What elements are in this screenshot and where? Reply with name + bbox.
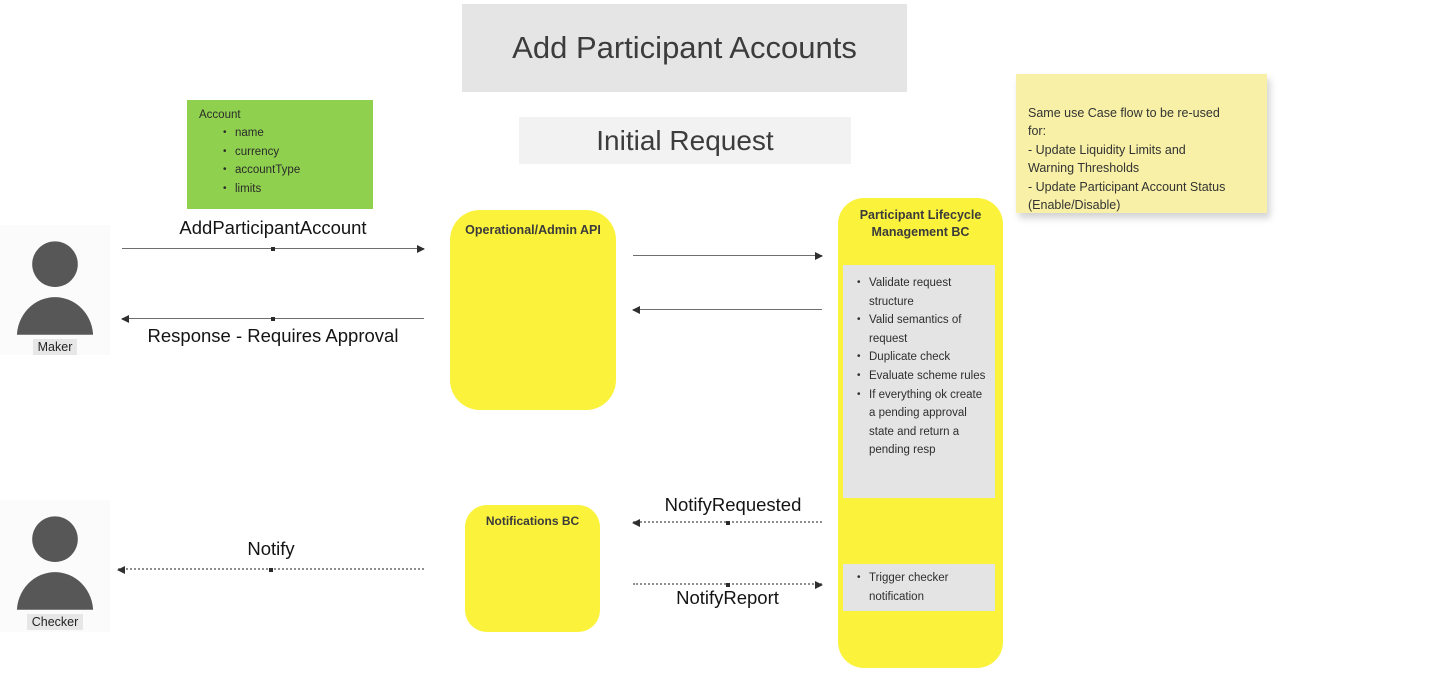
component-label: Operational/Admin API (465, 223, 601, 237)
diagram-subtitle: Initial Request (519, 117, 851, 164)
component-participant-lifecycle-management-bc[interactable]: Participant Lifecycle Management BC Vali… (838, 198, 1003, 668)
arrowhead-left-icon (117, 565, 125, 574)
waypoint-dot (725, 582, 730, 587)
person-icon (12, 241, 98, 337)
message-label-response-requires-approval: Response - Requires Approval (147, 325, 399, 346)
reuse-sticky-note[interactable]: Same use Case flow to be re-used for: - … (1016, 74, 1267, 213)
list-item: accountType (223, 161, 363, 180)
actor-maker-label: Maker (32, 339, 78, 355)
account-note-title: Account (199, 109, 241, 121)
waypoint-dot (271, 246, 275, 251)
arrow-notify-report[interactable] (633, 580, 823, 589)
list-item: If everything ok create a pending approv… (855, 386, 989, 460)
waypoint-dot (271, 316, 275, 321)
list-item: Trigger checker notification (855, 569, 989, 606)
waypoint-dot (269, 567, 273, 572)
arrowhead-left-icon (121, 314, 129, 323)
arrowhead-left-icon (632, 518, 640, 527)
actor-checker-label: Checker (26, 614, 84, 630)
component-notifications-bc[interactable]: Notifications BC (465, 505, 600, 632)
arrow-add-participant-account[interactable] (122, 244, 425, 253)
message-label-add-participant-account: AddParticipantAccount (179, 217, 367, 238)
list-item: Duplicate check (855, 348, 989, 367)
account-field-list: name currency accountType limits (199, 124, 363, 198)
arrowhead-right-icon (417, 244, 425, 253)
component-label: Notifications BC (485, 514, 580, 528)
component-operational-admin-api[interactable]: Operational/Admin API (450, 210, 616, 410)
arrow-notify[interactable] (117, 565, 424, 574)
diagram-subtitle-text: Initial Request (596, 124, 774, 156)
message-label-notify-requested: NotifyRequested (664, 494, 802, 515)
actor-maker[interactable]: Maker (0, 225, 110, 355)
message-label-notify-report: NotifyReport (676, 587, 779, 608)
arrowhead-right-icon (815, 580, 823, 589)
diagram-title-text: Add Participant Accounts (512, 30, 857, 65)
diagram-title: Add Participant Accounts (462, 4, 907, 92)
list-item: Valid semantics of request (855, 311, 989, 348)
list-item: currency (223, 143, 363, 162)
arrowhead-left-icon (632, 305, 640, 314)
plm-notification-task-panel: Trigger checker notification (843, 564, 995, 611)
account-fields-note[interactable]: Account name currency accountType limits (187, 100, 373, 209)
list-item: Evaluate scheme rules (855, 367, 989, 386)
arrow-response-requires-approval[interactable] (121, 314, 424, 323)
arrowhead-right-icon (815, 251, 823, 260)
arrow-api-to-plm[interactable] (633, 251, 823, 260)
arrow-notify-requested[interactable] (632, 518, 822, 527)
sticky-note-text: Same use Case flow to be re-used for: - … (1028, 105, 1226, 213)
component-label: Participant Lifecycle Management BC (859, 208, 982, 239)
waypoint-dot (725, 520, 730, 525)
plm-task-list: Validate request structure Valid semanti… (843, 265, 995, 460)
actor-checker[interactable]: Checker (0, 500, 110, 632)
plm-task-list-2: Trigger checker notification (843, 564, 995, 606)
arrow-plm-to-api[interactable] (632, 305, 822, 314)
list-item: Validate request structure (855, 274, 989, 311)
plm-validation-tasks-panel: Validate request structure Valid semanti… (843, 265, 995, 498)
message-label-notify: Notify (247, 538, 295, 559)
list-item: name (223, 124, 363, 143)
person-icon (12, 516, 98, 612)
list-item: limits (223, 180, 363, 199)
